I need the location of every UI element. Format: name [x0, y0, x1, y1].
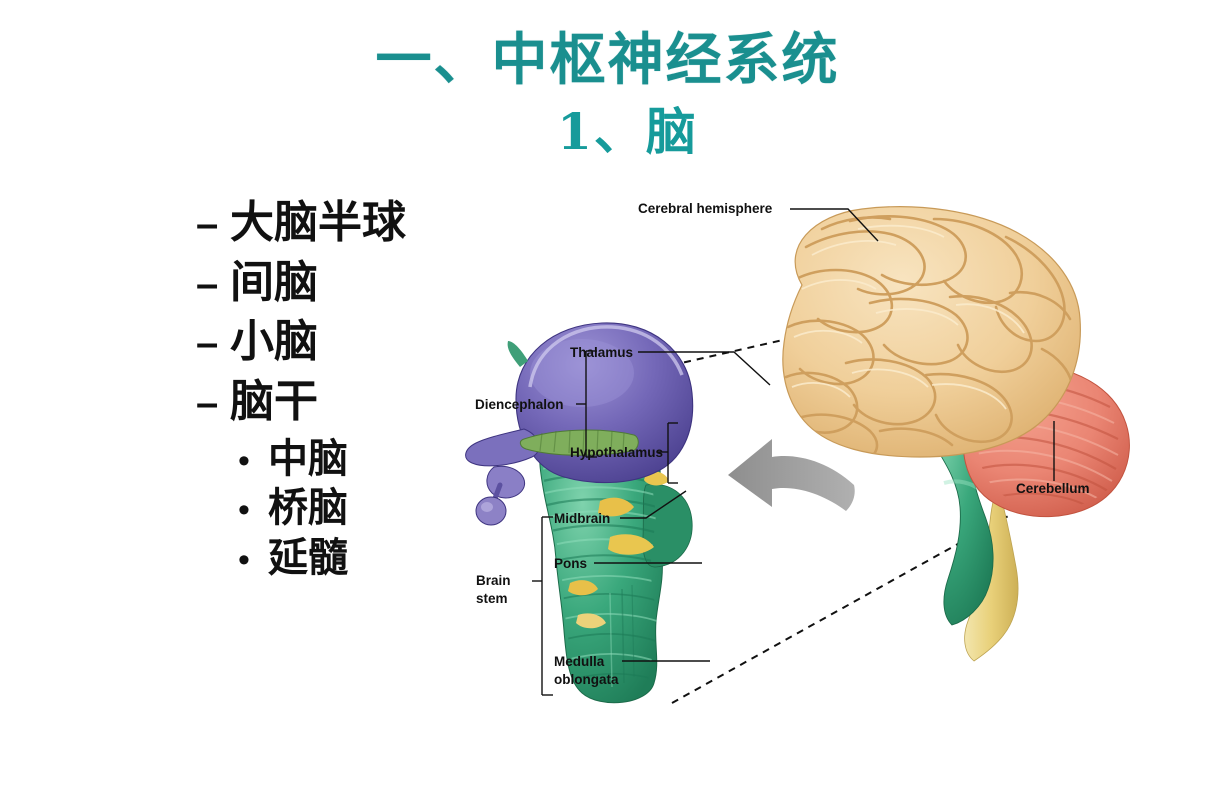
label-brain-stem: Brain stem [476, 516, 553, 696]
list-item: • 桥脑 [238, 484, 556, 533]
dash-bullet-icon: – [196, 261, 219, 306]
label-text: Thalamus [570, 345, 633, 360]
label-text: Cerebral hemisphere [638, 201, 773, 216]
outline-subitem-label: 桥脑 [268, 485, 348, 532]
outline-list: – 大脑半球 – 间脑 – 小脑 – 脑干 • 中脑 • 桥脑 • [196, 196, 556, 584]
list-item: – 间脑 [196, 256, 556, 310]
label-hypothalamus: Hypothalamus [570, 422, 678, 484]
outline-item-label: 间脑 [230, 256, 318, 308]
label-cerebral-hemisphere: Cerebral hemisphere [638, 201, 879, 242]
label-text: Midbrain [554, 511, 610, 526]
label-text: Pons [554, 556, 587, 571]
label-text: oblongata [554, 672, 619, 687]
page-subtitle: 1、脑 [557, 102, 698, 161]
label-midbrain: Midbrain [554, 490, 687, 526]
label-text: Medulla [554, 654, 605, 669]
outline-subitem-label: 中脑 [268, 435, 348, 482]
enlarged-brainstem-illustration [465, 322, 694, 704]
page-title: 一、中枢神经系统 [375, 27, 840, 93]
list-item: • 延髓 [238, 534, 556, 583]
dash-bullet-icon: – [196, 321, 219, 366]
label-text: stem [476, 591, 508, 606]
label-pons: Pons [554, 556, 702, 571]
label-thalamus: Thalamus [570, 345, 771, 386]
cerebral-hemisphere-shape [782, 206, 1081, 458]
list-item: – 脑干 [196, 375, 556, 429]
outline-subitem-label: 延髓 [268, 535, 348, 582]
label-text: Diencephalon [475, 397, 564, 412]
brain-anatomy-figure: Cerebral hemisphere Diencephalon Thalamu… [450, 185, 1210, 725]
list-item: – 小脑 [196, 315, 556, 369]
outline-sublist: • 中脑 • 桥脑 • 延髓 [238, 435, 556, 583]
diencephalon-shape [465, 322, 694, 526]
label-medulla-oblongata: Medulla oblongata [554, 654, 710, 687]
outline-item-label: 小脑 [230, 316, 318, 368]
cerebral-gyri-highlight [791, 224, 1025, 410]
dot-bullet-icon: • [238, 491, 250, 530]
outline-item-label: 脑干 [230, 376, 318, 428]
list-item: – 大脑半球 [196, 196, 556, 250]
dot-bullet-icon: • [238, 541, 250, 580]
magnify-arrow-icon [728, 439, 855, 511]
label-cerebellum: Cerebellum [1016, 421, 1090, 496]
cerebral-gyri [784, 215, 1074, 457]
dash-bullet-icon: – [196, 202, 219, 246]
outline-item-label: 大脑半球 [230, 197, 406, 248]
list-item: • 中脑 [238, 435, 556, 484]
label-text: Brain [476, 573, 511, 588]
dot-bullet-icon: • [238, 441, 250, 480]
label-diencephalon: Diencephalon [475, 350, 597, 458]
label-text: Cerebellum [1016, 481, 1090, 496]
label-text: Hypothalamus [570, 445, 663, 460]
dash-bullet-icon: – [196, 381, 219, 426]
pineal-strip-striations [539, 429, 625, 454]
whole-brain-illustration [782, 206, 1130, 662]
brainstem-shape [539, 435, 693, 704]
